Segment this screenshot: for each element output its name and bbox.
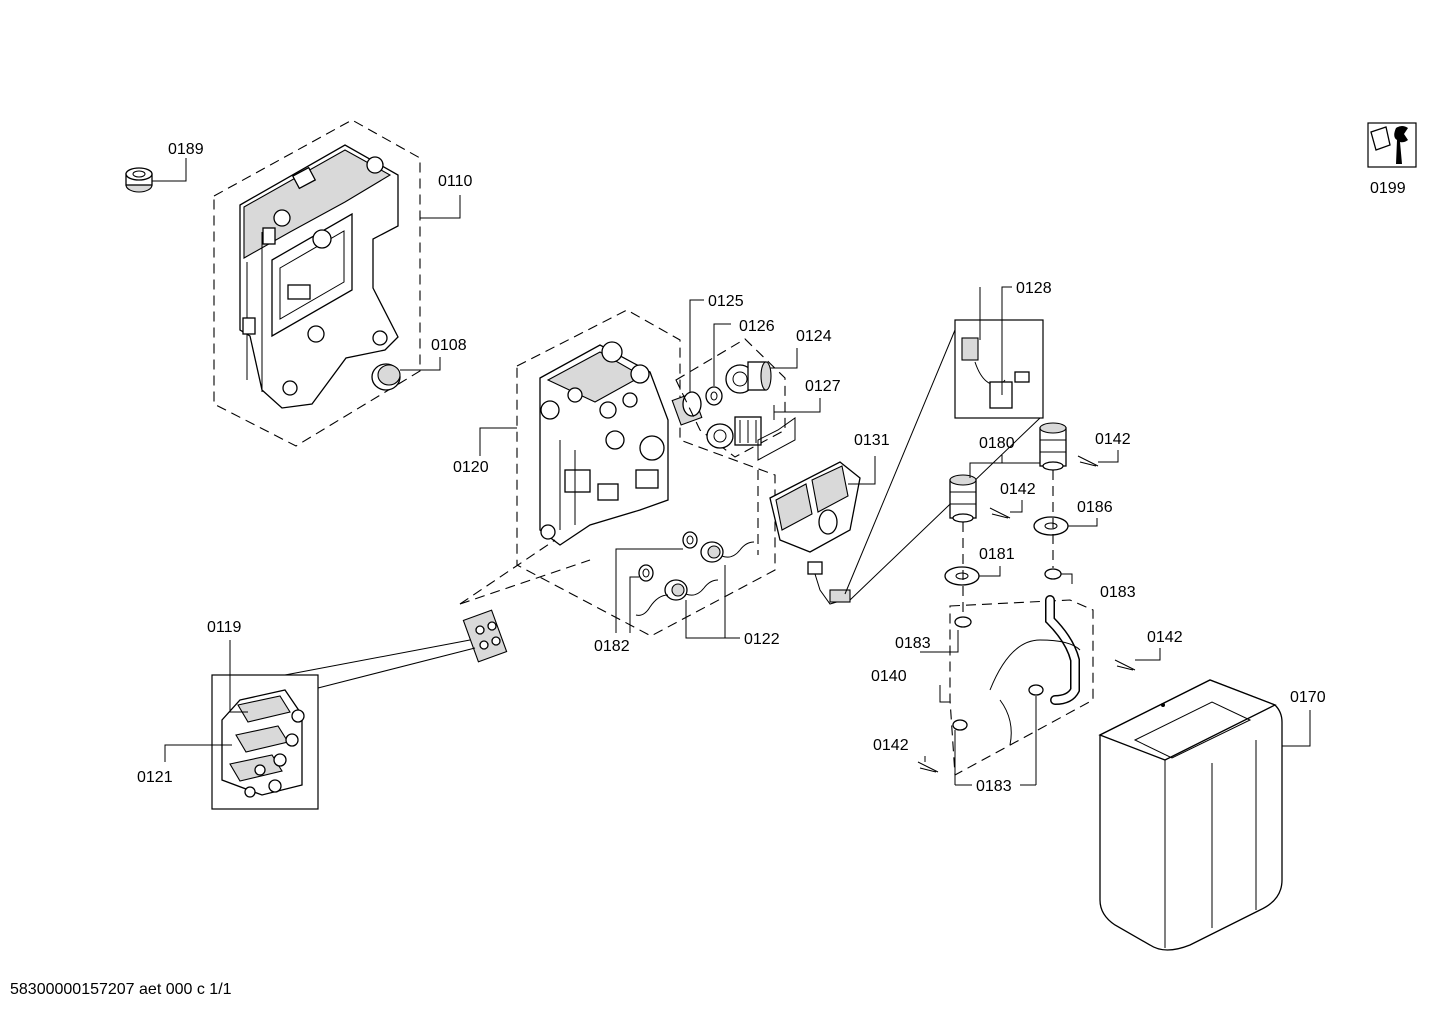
cover-part-0170 (1098, 679, 1283, 951)
clip-part-0142-right (1114, 659, 1136, 671)
clip-part-0142-mid (989, 507, 1011, 519)
label-0127: 0127 (805, 378, 841, 395)
clip-part-0142-top (1077, 455, 1099, 467)
label-0110: 0110 (438, 173, 473, 190)
washer-part-0186 (1033, 516, 1069, 536)
label-0121: 0121 (137, 769, 173, 786)
label-0170: 0170 (1290, 689, 1326, 706)
label-0131: 0131 (854, 432, 890, 449)
label-0199: 0199 (1370, 180, 1406, 197)
label-0142-top: 0142 (1095, 431, 1131, 448)
label-0124: 0124 (796, 328, 832, 345)
label-0142-right: 0142 (1147, 629, 1183, 646)
cap-part-0189 (125, 167, 153, 193)
label-0183-left: 0183 (895, 635, 931, 652)
fitting-part-0180-left (949, 474, 977, 523)
filter-part-0125 (671, 391, 703, 426)
fitting-part-0180-right (1039, 422, 1067, 471)
label-0125: 0125 (708, 293, 744, 310)
label-0181: 0181 (979, 546, 1015, 563)
label-0119: 0119 (207, 619, 242, 636)
label-0180: 0180 (979, 435, 1015, 452)
label-0189: 0189 (168, 141, 204, 158)
valve-part-0124 (725, 361, 772, 394)
label-0142-bottom: 0142 (873, 737, 909, 754)
washer-part-0181 (944, 566, 980, 586)
back-frame-part-0110 (213, 119, 421, 447)
label-0186: 0186 (1077, 499, 1113, 516)
washer-part-0182 (638, 531, 698, 582)
label-0128: 0128 (1016, 280, 1052, 297)
valve-part-0127 (706, 416, 762, 449)
seal-part-0126 (705, 386, 723, 406)
label-0142-mid: 0142 (1000, 481, 1036, 498)
tool-wrench-icon (1367, 122, 1417, 168)
circuit-board-part-0131 (757, 417, 861, 605)
label-0183-bottom: 0183 (976, 778, 1012, 795)
harness-part-0128 (954, 319, 1044, 419)
water-block-part-0120 (516, 309, 776, 637)
plug-part-0108 (371, 363, 401, 391)
terminal-block-part-0119 (462, 609, 508, 663)
oring-part-0183 (954, 568, 1062, 628)
terminal-block-detail (221, 689, 305, 798)
label-0183-right: 0183 (1100, 584, 1136, 601)
sensor-part-0122 (635, 541, 755, 616)
label-0122: 0122 (744, 631, 780, 648)
label-0108: 0108 (431, 337, 467, 354)
pipe-assembly-part-0140 (949, 595, 1094, 776)
document-id: 58300000157207 aet 000 c 1/1 (10, 981, 232, 998)
terminal-block-detail-box (211, 674, 319, 810)
label-0182: 0182 (594, 638, 630, 655)
clip-part-0142-bottom (917, 761, 939, 773)
label-0120: 0120 (453, 459, 489, 476)
label-0140: 0140 (871, 668, 907, 685)
label-0126: 0126 (739, 318, 775, 335)
